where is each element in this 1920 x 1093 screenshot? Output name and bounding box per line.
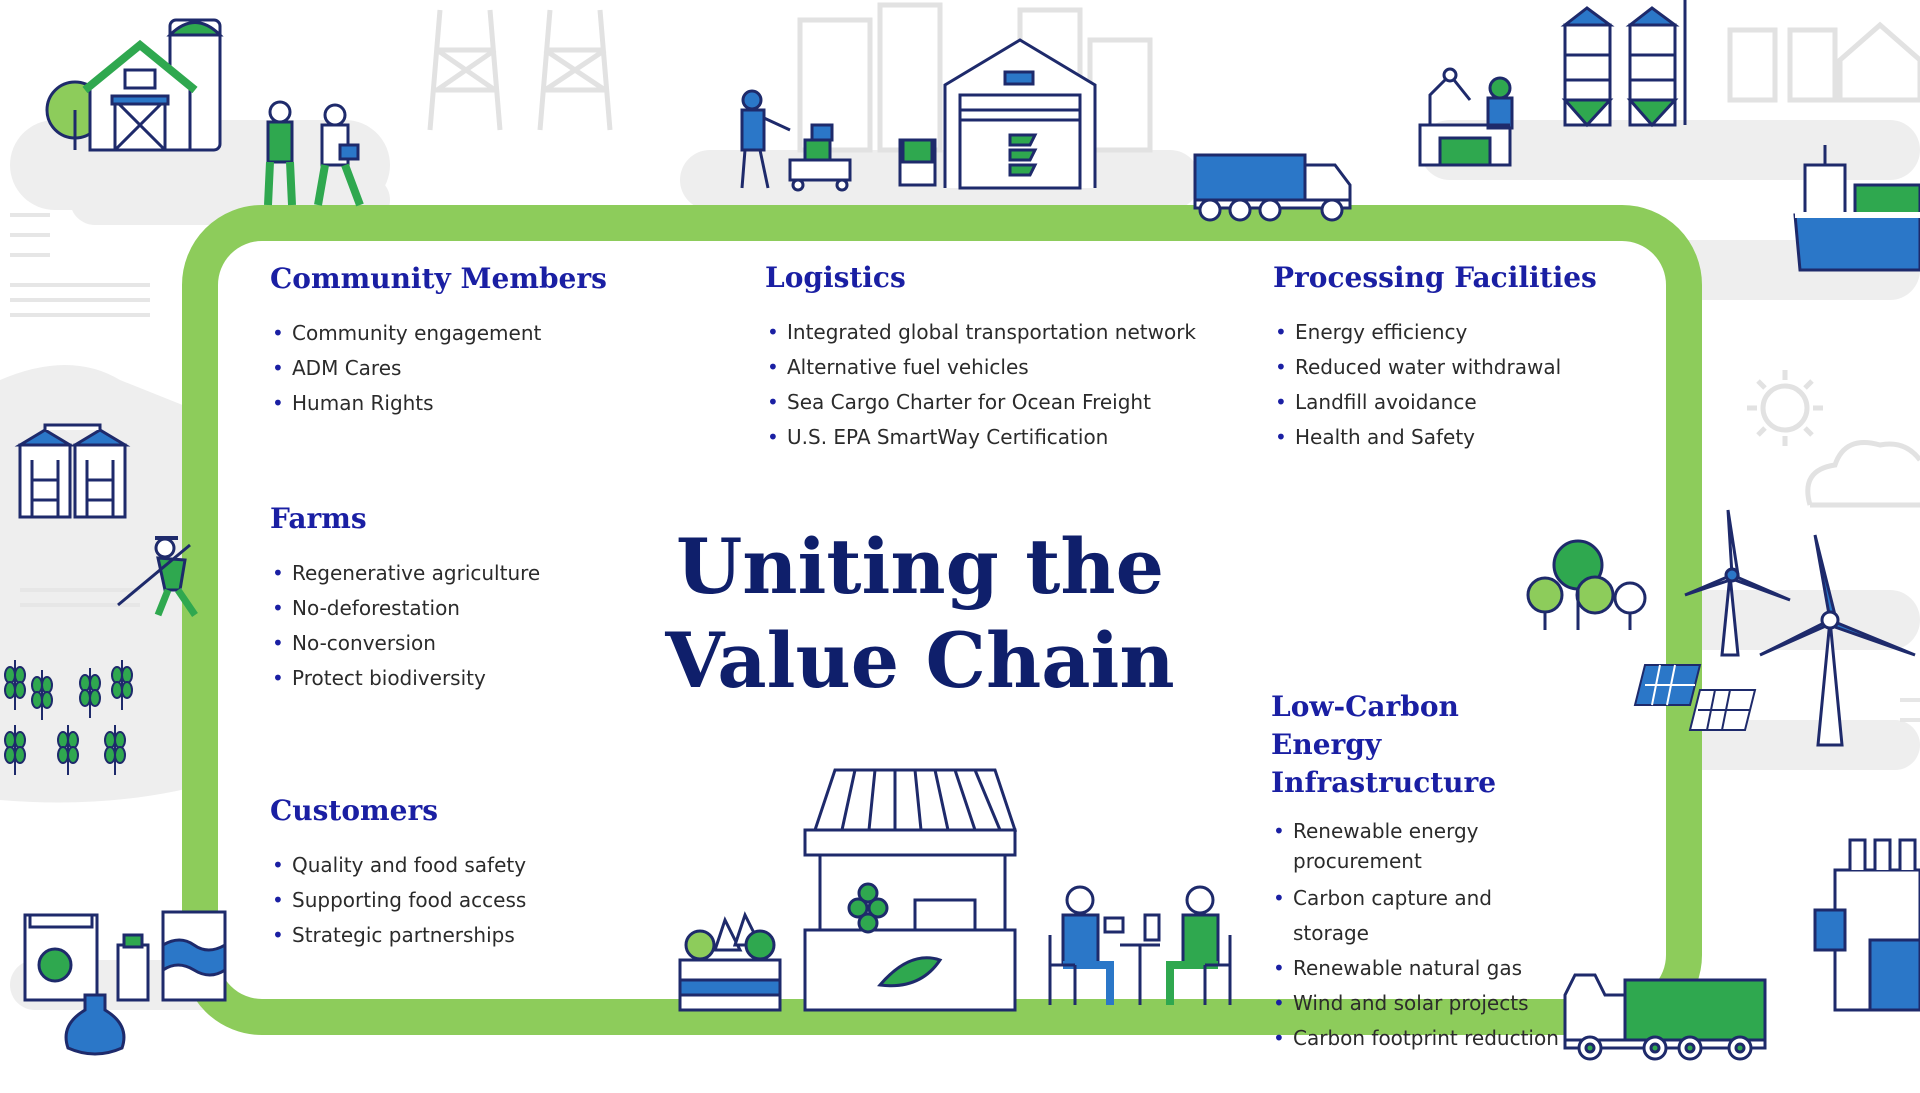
title-line-2: Value Chain: [665, 616, 1175, 705]
list-item: Integrated global transportation network: [765, 315, 1196, 350]
list-item: Carbon capture and storage: [1271, 881, 1571, 951]
list-item: Sea Cargo Charter for Ocean Freight: [765, 385, 1196, 420]
solar-panel-icon: [1633, 664, 1757, 731]
vegetable-crate-icon: [678, 911, 782, 1012]
cargo-ship-icon: [1793, 145, 1920, 272]
page-title: Uniting the Value Chain: [640, 520, 1200, 708]
green-truck-icon: [1563, 973, 1767, 1061]
silo-pair-icon: [1560, 0, 1687, 128]
list-item: Renewable natural gas: [1271, 951, 1571, 986]
trees-icon: [1526, 539, 1647, 630]
flask-icon: [64, 993, 126, 1056]
factory-icon: [1813, 838, 1920, 1012]
forklift-worker-icon: [740, 89, 852, 192]
bullet-list: Quality and food safety Supporting food …: [270, 848, 526, 953]
list-item: No-deforestation: [270, 591, 540, 626]
section-heading-line-1: Low-Carbon Energy: [1271, 690, 1459, 761]
title-line-1: Uniting the: [676, 522, 1164, 611]
list-item: Health and Safety: [1273, 420, 1597, 455]
farmer-hoe-icon: [117, 536, 198, 617]
list-item: Protect biodiversity: [270, 661, 540, 696]
list-item: ADM Cares: [270, 351, 607, 386]
list-item: U.S. EPA SmartWay Certification: [765, 420, 1196, 455]
barn-icon: [45, 18, 224, 152]
wheat-crops-icon: [4, 660, 133, 775]
list-item: Community engagement: [270, 316, 607, 351]
section-community-members: Community Members Community engagement A…: [270, 260, 607, 421]
dining-people-icon: [1048, 885, 1232, 1005]
section-processing-facilities: Processing Facilities Energy efficiency …: [1273, 259, 1597, 455]
section-heading: Community Members: [270, 262, 607, 295]
farmers-icon: [264, 100, 364, 207]
section-heading: Customers: [270, 794, 438, 827]
bullet-list: Energy efficiency Reduced water withdraw…: [1273, 315, 1597, 455]
list-item: Energy efficiency: [1273, 315, 1597, 350]
truck-icon: [1193, 153, 1352, 222]
section-farms: Farms Regenerative agriculture No-defore…: [270, 500, 540, 696]
bullet-list: Renewable energy procurement Carbon capt…: [1271, 816, 1571, 1056]
bullet-list: Community engagement ADM Cares Human Rig…: [270, 316, 607, 421]
section-logistics: Logistics Integrated global transportati…: [765, 259, 1196, 455]
factory-robot-icon: [1420, 67, 1512, 167]
list-item: Landfill avoidance: [1273, 385, 1597, 420]
list-item: Reduced water withdrawal: [1273, 350, 1597, 385]
section-heading: Logistics: [765, 261, 906, 294]
grain-silos-icon: [14, 423, 131, 519]
section-heading-line-2: Infrastructure: [1271, 766, 1497, 799]
section-low-carbon-energy: Low-Carbon Energy Infrastructure Renewab…: [1271, 688, 1571, 1056]
list-item: Regenerative agriculture: [270, 556, 540, 591]
section-heading: Processing Facilities: [1273, 261, 1597, 294]
list-item: Renewable energy procurement: [1271, 816, 1523, 876]
food-packages-icon: [23, 910, 227, 1002]
section-heading: Farms: [270, 502, 367, 535]
list-item: Wind and solar projects: [1271, 986, 1571, 1021]
section-customers: Customers Quality and food safety Suppor…: [270, 792, 526, 953]
list-item: Human Rights: [270, 386, 607, 421]
list-item: Strategic partnerships: [270, 918, 526, 953]
bullet-list: Integrated global transportation network…: [765, 315, 1196, 455]
wind-turbine-icon: [1684, 509, 1916, 747]
list-item: Supporting food access: [270, 883, 526, 918]
market-stall-icon: [803, 768, 1018, 1012]
list-item: Carbon footprint reduction: [1271, 1021, 1571, 1056]
list-item: No-conversion: [270, 626, 540, 661]
list-item: Quality and food safety: [270, 848, 526, 883]
warehouse-icon: [898, 38, 1097, 190]
list-item: Alternative fuel vehicles: [765, 350, 1196, 385]
bullet-list: Regenerative agriculture No-deforestatio…: [270, 556, 540, 696]
